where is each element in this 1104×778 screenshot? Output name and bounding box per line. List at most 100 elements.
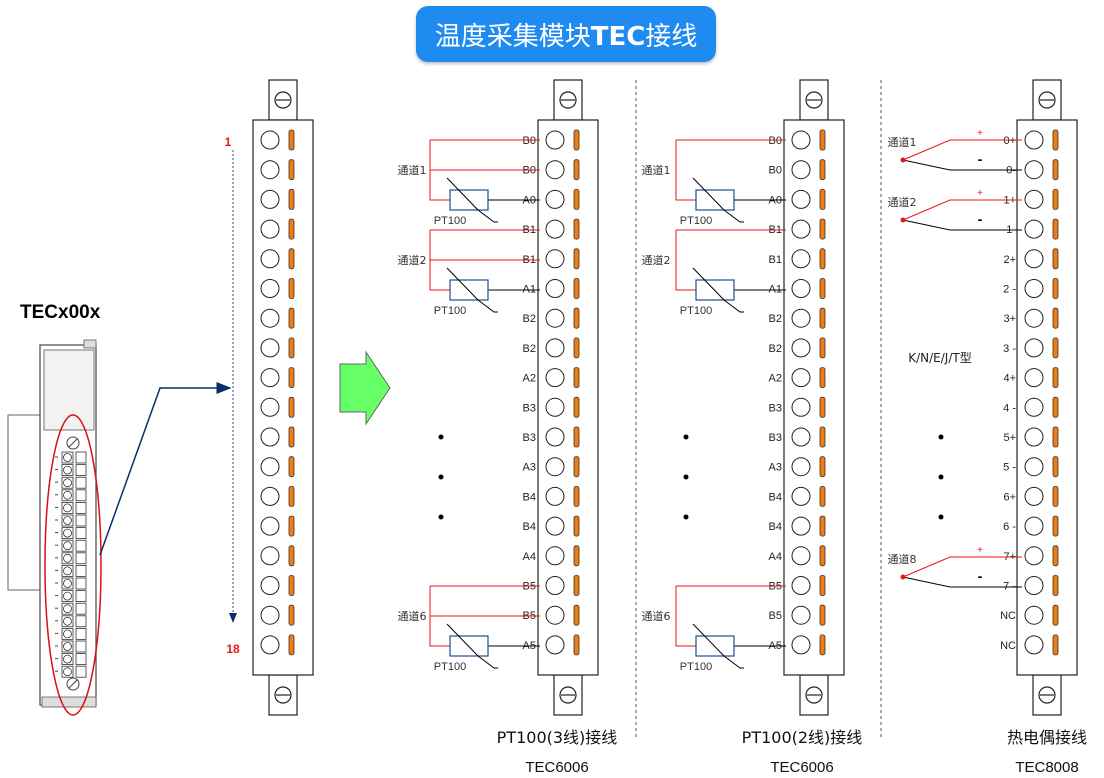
thermocouple-terminal-13 bbox=[1024, 486, 1044, 506]
pt100-3wire-terminal-18 bbox=[545, 635, 565, 655]
device-terminal-block bbox=[55, 451, 87, 678]
thermocouple-terminal-6 bbox=[1024, 279, 1044, 298]
pt100-3wire-model: TEC6006 bbox=[525, 759, 588, 776]
pt100-3wire-terminal-1 bbox=[545, 130, 565, 150]
overview-terminal-7 bbox=[260, 308, 280, 328]
pt100-2wire-terminal-12 bbox=[791, 457, 811, 477]
pt100-2wire-terminal-label: B4 bbox=[769, 491, 782, 503]
thermocouple-terminal-label: 5+ bbox=[1003, 432, 1016, 444]
overview-terminal-6 bbox=[260, 279, 280, 298]
pt100-2wire-sensor-1: PT100 bbox=[680, 215, 712, 227]
pt100-3wire-terminal-17 bbox=[545, 605, 565, 625]
overview-terminal-17 bbox=[260, 605, 280, 625]
pt100-2wire-terminal-label: B4 bbox=[769, 521, 782, 533]
pt100-3wire-terminal-label: B4 bbox=[523, 521, 536, 533]
overview-terminal-11 bbox=[260, 427, 280, 447]
overview-terminal-12 bbox=[260, 457, 280, 477]
pt100-2wire-terminal-15 bbox=[791, 546, 811, 566]
thermocouple-terminal-5 bbox=[1024, 249, 1044, 269]
device-illustration bbox=[7, 339, 102, 716]
pt100-2wire-terminal-label: B3 bbox=[769, 432, 782, 444]
pt100-2wire-terminal-11 bbox=[791, 427, 811, 447]
pt100-3wire-terminal-12 bbox=[545, 457, 565, 477]
pt100-3wire-terminal-5 bbox=[545, 249, 565, 269]
overview-terminal-16 bbox=[260, 576, 280, 595]
svg-text:-: - bbox=[978, 211, 983, 227]
pt100-3wire-terminal-3 bbox=[545, 189, 565, 209]
pt100-2wire-terminal-3 bbox=[791, 189, 811, 209]
terminal-strip-pt100-3wire bbox=[537, 79, 599, 716]
svg-text:-: - bbox=[978, 151, 983, 167]
thermocouple-terminal-18 bbox=[1024, 635, 1044, 655]
thermocouple-terminal-label: NC bbox=[1000, 610, 1016, 622]
pt100-2wire-terminal-label: B1 bbox=[769, 254, 782, 266]
thermocouple-terminal-11 bbox=[1024, 427, 1044, 447]
pt100-2wire-terminal-label: B2 bbox=[769, 343, 782, 355]
thermocouple-terminal-1 bbox=[1024, 130, 1044, 150]
pt100-3wire-terminal-label: B0 bbox=[523, 135, 536, 147]
pt100-2wire-terminal-16 bbox=[791, 576, 811, 595]
pt100-2wire-channel-6: 通道6 bbox=[642, 609, 671, 623]
pt100-2wire-terminal-10 bbox=[791, 397, 811, 417]
thermocouple-terminal-8 bbox=[1024, 338, 1044, 358]
thermocouple-model: TEC8008 bbox=[1015, 759, 1078, 776]
svg-text:+: + bbox=[977, 188, 983, 199]
thermocouple-terminal-7 bbox=[1024, 308, 1044, 328]
thermocouple-terminal-9 bbox=[1024, 368, 1044, 388]
thermocouple-terminal-label: 3+ bbox=[1003, 313, 1016, 325]
thermocouple-terminal-3 bbox=[1024, 189, 1044, 209]
thermocouple-wiring: 通道1 + - 通道2 + - 通道8 + - K/N/E/J/T型 bbox=[888, 128, 1022, 588]
pt100-3wire-terminal-9 bbox=[545, 368, 565, 388]
thermocouple-channel-1: 通道1 bbox=[888, 135, 917, 149]
thermocouple-terminal-label: 4+ bbox=[1003, 373, 1016, 385]
thermocouple-terminal-label: 6+ bbox=[1003, 491, 1016, 503]
pt100-3wire-sensor-1: PT100 bbox=[434, 215, 466, 227]
pt100-2wire-terminal-7 bbox=[791, 308, 811, 328]
pt100-2wire-terminal-13 bbox=[791, 486, 811, 506]
pt100-3wire-sensor-6: PT100 bbox=[434, 661, 466, 673]
thermocouple-terminal-label: 0+ bbox=[1003, 135, 1016, 147]
page-title: 温度采集模块TEC接线 bbox=[434, 21, 698, 52]
pt100-2wire-terminal-label: A2 bbox=[769, 373, 782, 385]
overview-terminal-14 bbox=[260, 516, 280, 536]
thermocouple-channel-2: 通道2 bbox=[888, 195, 917, 209]
pt100-2wire-terminal-1 bbox=[791, 130, 811, 150]
pt100-2wire-sensor-2: PT100 bbox=[680, 305, 712, 317]
pt100-3wire-terminal-15 bbox=[545, 546, 565, 566]
svg-text:+: + bbox=[977, 545, 983, 556]
pt100-3wire-channel-2: 通道2 bbox=[398, 253, 427, 267]
green-arrow bbox=[339, 350, 391, 426]
thermocouple-channel-8: 通道8 bbox=[888, 552, 917, 566]
pt100-2wire-caption: PT100(2线)接线 bbox=[742, 728, 863, 747]
thermocouple-terminal-4 bbox=[1024, 219, 1044, 239]
overview-terminal-13 bbox=[260, 486, 280, 506]
pt100-2wire-wiring: 通道1 PT100 通道2 PT100 通道6 PT100 bbox=[642, 139, 786, 673]
pt100-3wire-terminal-6 bbox=[545, 279, 565, 298]
overview-terminal-4 bbox=[260, 219, 280, 239]
pt100-3wire-terminal-label: B3 bbox=[523, 432, 536, 444]
thermocouple-terminal-17 bbox=[1024, 605, 1044, 625]
pt100-3wire-terminal-8 bbox=[545, 338, 565, 358]
thermocouple-terminal-2 bbox=[1024, 160, 1044, 180]
overview-terminal-8 bbox=[260, 338, 280, 358]
title-badge: 温度采集模块TEC接线 bbox=[416, 6, 716, 62]
pt100-3wire-terminal-4 bbox=[545, 219, 565, 239]
pt100-3wire-channel-6: 通道6 bbox=[398, 609, 427, 623]
pt100-2wire-terminal-9 bbox=[791, 368, 811, 388]
pt100-3wire-terminal-10 bbox=[545, 397, 565, 417]
overview-terminal-10 bbox=[260, 397, 280, 417]
count-start: 1 bbox=[225, 135, 232, 149]
pt100-3wire-caption: PT100(3线)接线 bbox=[497, 728, 618, 747]
pt100-3wire-terminal-label: B2 bbox=[523, 313, 536, 325]
overview-terminal-1 bbox=[260, 130, 280, 150]
thermocouple-terminal-15 bbox=[1024, 546, 1044, 566]
pt100-3wire-terminal-13 bbox=[545, 486, 565, 506]
pt100-3wire-terminal-16 bbox=[545, 576, 565, 595]
overview-terminal-2 bbox=[260, 160, 280, 180]
thermocouple-terminal-label: 4 - bbox=[1003, 402, 1016, 414]
pt100-3wire-terminal-label: A3 bbox=[523, 462, 536, 474]
pt100-2wire-terminal-2 bbox=[791, 160, 811, 180]
thermocouple-terminal-label: 5 - bbox=[1003, 462, 1016, 474]
pt100-2wire-channel-1: 通道1 bbox=[642, 163, 671, 177]
